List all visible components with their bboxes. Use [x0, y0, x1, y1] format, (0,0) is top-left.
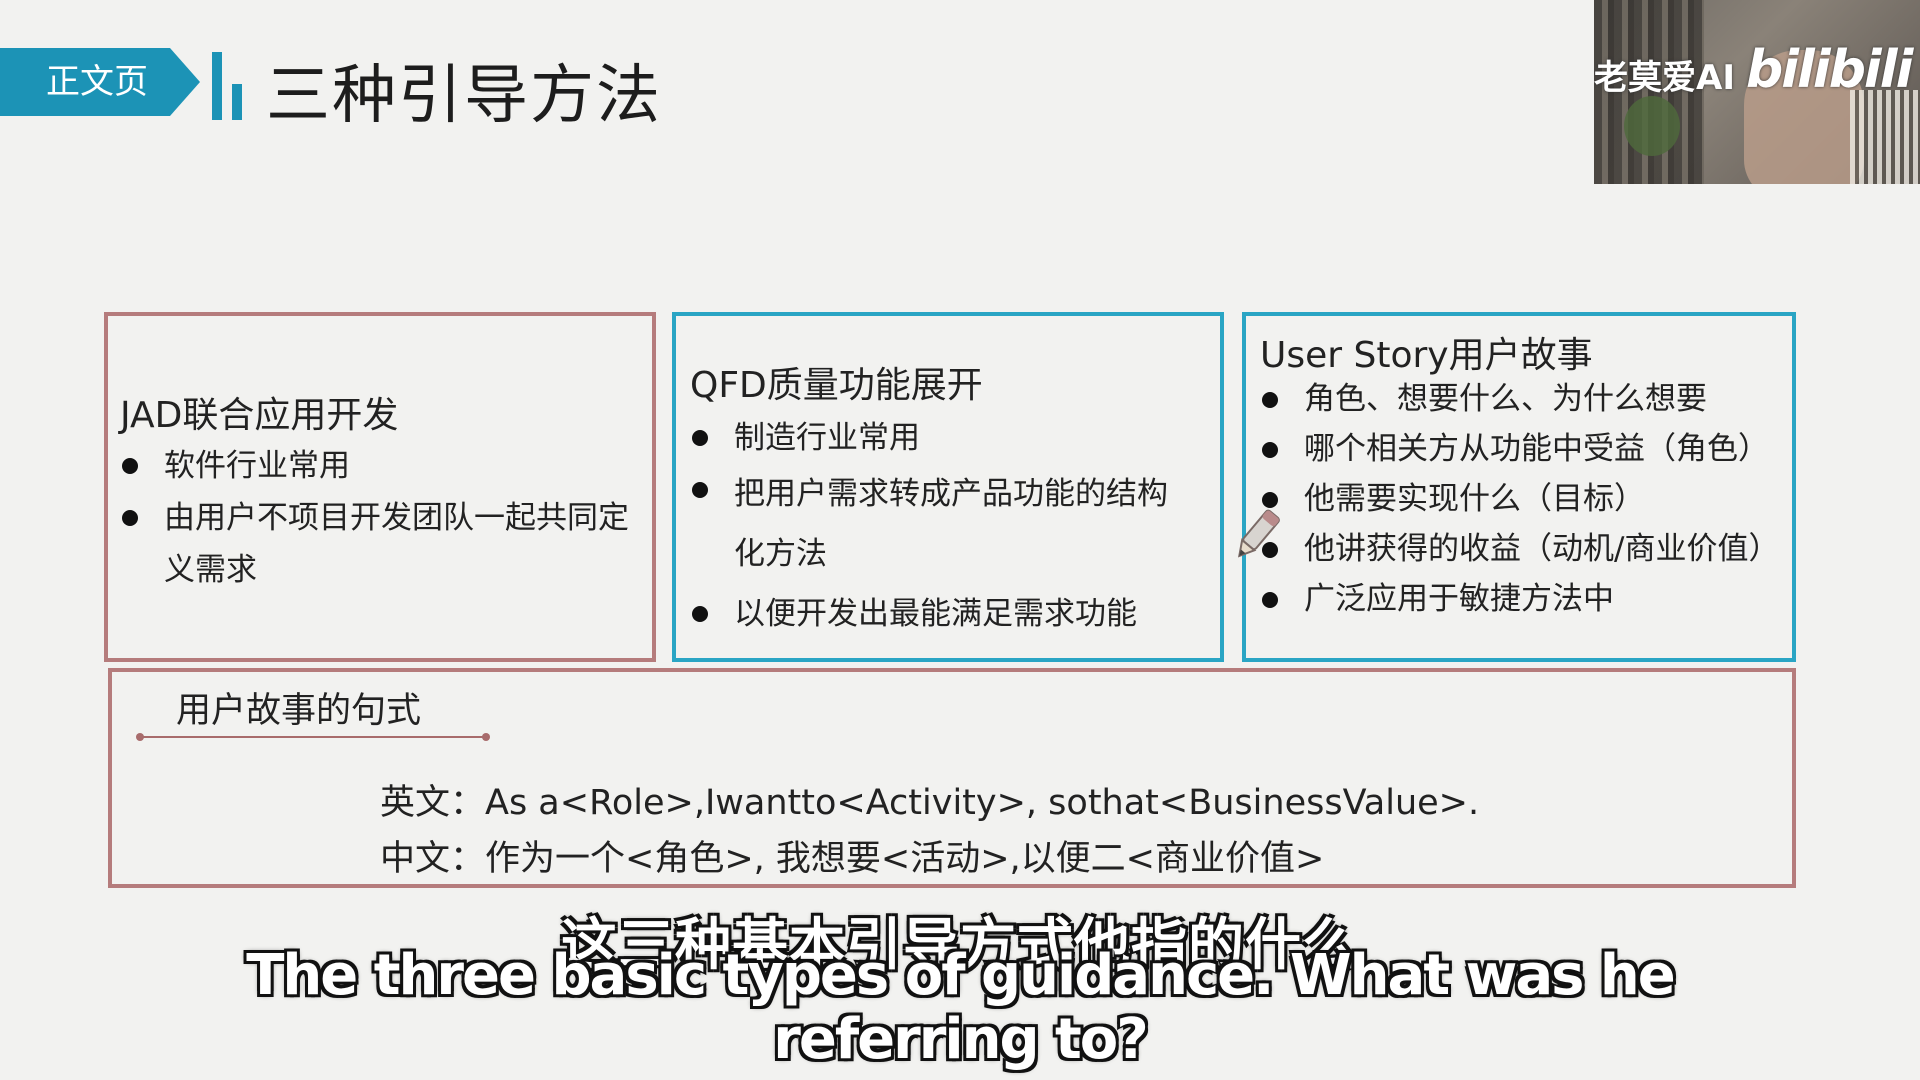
qfd-list: 制造行业常用 把用户需求转成产品功能的结构化方法 以便开发出最能满足需求功能: [690, 412, 1190, 640]
page-title: 三种引导方法: [266, 59, 662, 133]
plant: [1624, 96, 1680, 156]
title-bar-decoration: [212, 52, 222, 120]
title-underline: [136, 733, 490, 741]
story-format-english: 英文：As a<Role>,Iwantto<Activity>, sothat<…: [380, 783, 1480, 823]
subtitle-english-text: The three basic types of guidance. What …: [246, 943, 1676, 1072]
list-item: 他讲获得的收益（动机/商业价值）: [1260, 524, 1800, 574]
list-item: 他需要实现什么（目标）: [1260, 474, 1800, 524]
list-item: 以便开发出最能满足需求功能: [690, 588, 1190, 640]
list-item: 角色、想要什么、为什么想要: [1260, 374, 1800, 424]
list-item: 软件行业常用: [120, 440, 630, 492]
webcam-overlay: 老莫爱AI bilibili: [1594, 0, 1920, 184]
bookshelf-right: [1850, 90, 1920, 184]
jad-box: JAD联合应用开发 软件行业常用 由用户不项目开发团队一起共同定义需求: [104, 312, 656, 662]
qfd-title: QFD质量功能展开: [690, 365, 983, 406]
story-format-box: [108, 668, 1796, 888]
subtitle-english: The three basic types of guidance. What …: [0, 944, 1920, 1072]
pencil-icon: [1237, 509, 1280, 558]
subtitle-chinese: 这三种基本引导方式他指的什么: [561, 913, 1359, 978]
user-story-box: User Story用户故事 角色、想要什么、为什么想要 哪个相关方从功能中受益…: [1242, 312, 1796, 662]
list-item: 广泛应用于敏捷方法中: [1260, 574, 1800, 624]
section-tag: 正文页: [0, 48, 200, 116]
channel-name: 老莫爱AI: [1594, 58, 1735, 98]
story-format-title: 用户故事的句式: [176, 691, 422, 731]
list-item: 制造行业常用: [690, 412, 1190, 464]
bilibili-logo: bilibili: [1746, 40, 1913, 100]
jad-list: 软件行业常用 由用户不项目开发团队一起共同定义需求: [120, 440, 630, 596]
story-format-chinese: 中文：作为一个<角色>, 我想要<活动>,以便二<商业价值>: [380, 839, 1325, 879]
list-item: 把用户需求转成产品功能的结构化方法: [690, 464, 1190, 584]
jad-title: JAD联合应用开发: [120, 395, 399, 436]
user-story-title: User Story用户故事: [1260, 335, 1593, 376]
list-item: 由用户不项目开发团队一起共同定义需求: [120, 492, 630, 596]
presenter-face: [1744, 50, 1864, 184]
title-bar-decoration-short: [232, 84, 242, 120]
qfd-box: QFD质量功能展开 制造行业常用 把用户需求转成产品功能的结构化方法 以便开发出…: [672, 312, 1224, 662]
list-item: 哪个相关方从功能中受益（角色）: [1260, 424, 1800, 474]
user-story-list: 角色、想要什么、为什么想要 哪个相关方从功能中受益（角色） 他需要实现什么（目标…: [1260, 374, 1800, 624]
